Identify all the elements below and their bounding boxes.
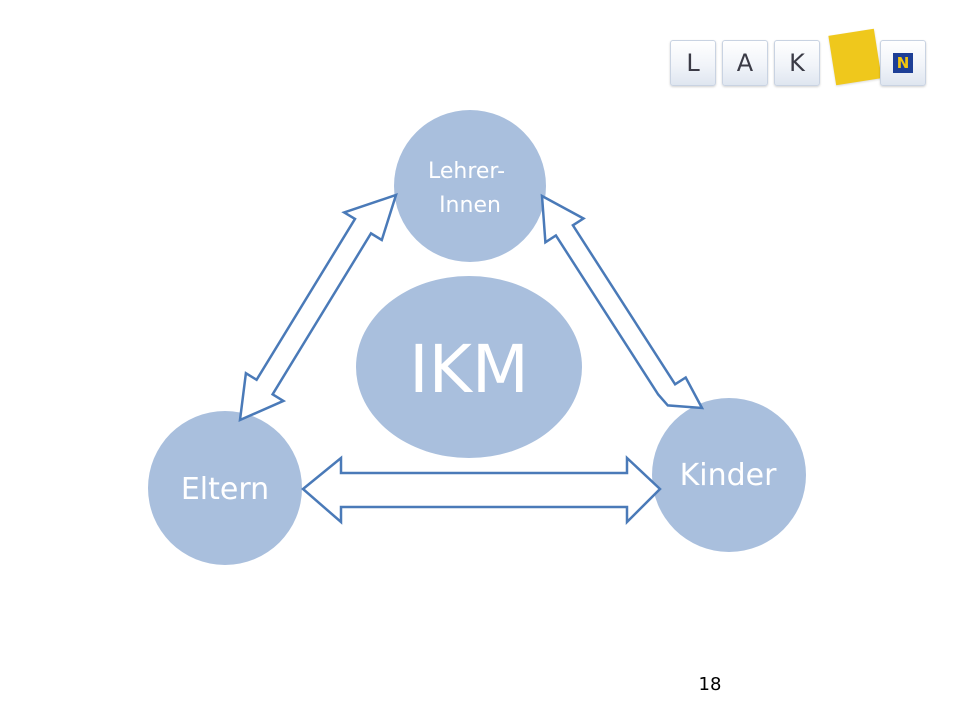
node-children-circle	[652, 398, 806, 552]
node-teachers-label: Lehrer- Innen	[428, 159, 512, 218]
logo-letter-n: N	[896, 53, 910, 72]
page-number: 18	[698, 674, 722, 695]
logo-yellow-square	[828, 28, 882, 86]
logo-key-n: N	[880, 40, 926, 86]
logo-letter-a: A	[736, 49, 754, 77]
node-teachers-circle	[394, 110, 546, 262]
lak-logo: L A K N	[668, 28, 934, 94]
node-teachers-label-line1: Lehrer-	[428, 159, 505, 184]
node-parents-label: Eltern	[181, 472, 269, 507]
arrow-teachers-parents	[238, 193, 398, 423]
node-parents-circle	[148, 411, 302, 565]
logo-key-l: L	[670, 40, 716, 86]
arrow-teachers-children	[540, 193, 705, 410]
node-children-label: Kinder	[680, 458, 778, 493]
logo-key-k: K	[774, 40, 820, 86]
ikm-center-label: IKM	[409, 331, 529, 408]
logo-n-badge-icon: N	[893, 53, 913, 73]
logo-letter-l: L	[686, 49, 700, 77]
node-teachers-label-line2: Innen	[439, 193, 501, 218]
ikm-center-ellipse	[356, 276, 582, 458]
logo-letter-k: K	[789, 49, 805, 77]
arrow-parents-children	[301, 455, 662, 526]
logo-key-a: A	[722, 40, 768, 86]
